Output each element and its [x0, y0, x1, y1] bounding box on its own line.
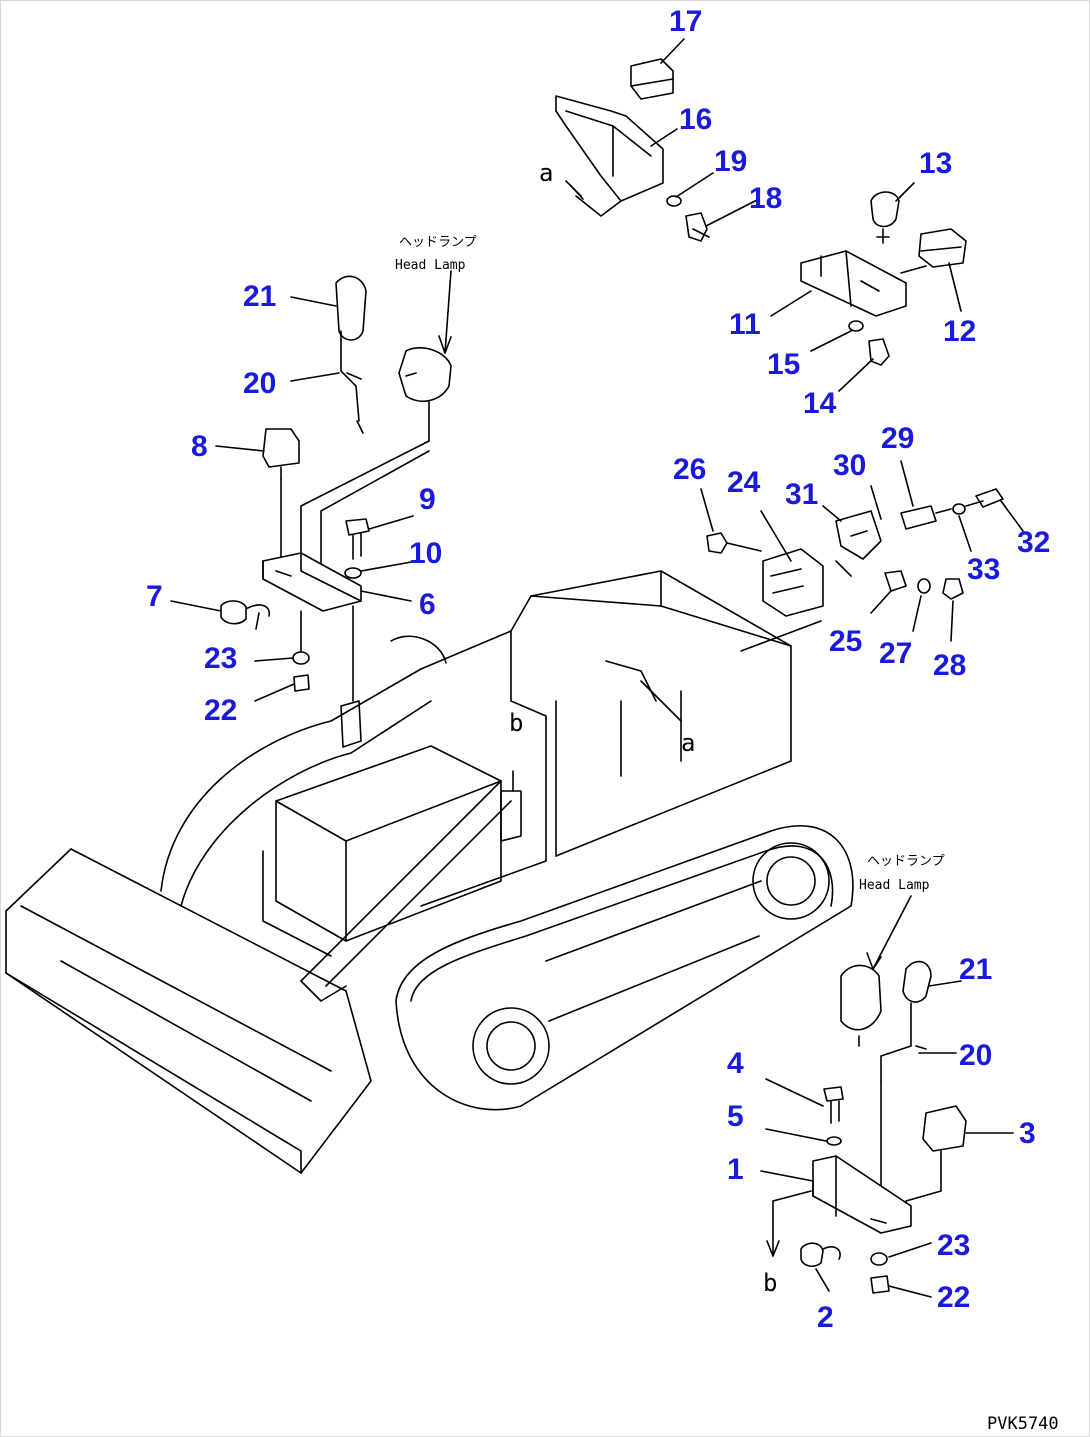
callout-21-lower: 21	[959, 953, 992, 986]
callout-21: 21	[243, 280, 276, 313]
callout-18: 18	[749, 182, 782, 215]
callout-33: 33	[967, 553, 1000, 586]
callout-11: 11	[729, 308, 761, 341]
callout-30: 30	[833, 449, 866, 482]
callout-7: 7	[146, 580, 163, 613]
left-bracket-assembly	[220, 275, 452, 748]
callout-29: 29	[881, 422, 914, 455]
rear-bracket-assembly: a	[539, 58, 710, 242]
view-marker-a-cab: a	[605, 660, 695, 757]
callout-5: 5	[727, 1100, 744, 1133]
lower-right-bracket-assembly: b	[763, 960, 967, 1297]
callout-22: 22	[204, 694, 237, 727]
head-lamp-note-lower: ヘッドランプ Head Lamp	[859, 854, 945, 893]
callout-26: 26	[673, 453, 706, 486]
head-lamp-jp-label: ヘッドランプ	[867, 854, 945, 869]
middle-right-bracket-assembly	[706, 488, 1004, 652]
leader-lines	[170, 38, 1024, 1298]
head-lamp-en-label: Head Lamp	[859, 878, 930, 893]
callout-23-lower: 23	[937, 1229, 970, 1262]
svg-text:b: b	[509, 709, 523, 737]
callout-28: 28	[933, 649, 966, 682]
callout-32: 32	[1017, 526, 1050, 559]
callout-17: 17	[669, 5, 702, 38]
callout-14: 14	[803, 387, 837, 420]
head-lamp-note-upper: ヘッドランプ Head Lamp	[395, 235, 477, 273]
callout-25: 25	[829, 625, 862, 658]
head-lamp-jp-label: ヘッドランプ	[399, 235, 477, 250]
callout-10: 10	[409, 537, 442, 570]
callout-20: 20	[243, 367, 276, 400]
view-marker-b-cab: b	[500, 709, 523, 842]
callout-8: 8	[191, 430, 208, 463]
callout-19: 19	[714, 145, 747, 178]
callout-3: 3	[1019, 1117, 1036, 1150]
callout-15: 15	[767, 348, 800, 381]
callout-4: 4	[727, 1047, 744, 1080]
callout-6: 6	[419, 588, 436, 621]
svg-text:a: a	[539, 159, 553, 187]
callout-2: 2	[817, 1301, 834, 1334]
upper-right-bracket-assembly	[800, 191, 967, 366]
svg-text:a: a	[681, 729, 695, 757]
callout-1: 1	[727, 1153, 744, 1186]
callout-24: 24	[727, 466, 761, 499]
callout-27: 27	[879, 637, 912, 670]
loader-body	[5, 570, 854, 1174]
callout-16: 16	[679, 103, 712, 136]
svg-text:b: b	[763, 1269, 777, 1297]
callout-12: 12	[943, 315, 976, 348]
callout-20-lower: 20	[959, 1039, 992, 1072]
head-lamp-en-label: Head Lamp	[395, 258, 466, 273]
callout-23: 23	[204, 642, 237, 675]
callout-13: 13	[919, 147, 952, 180]
drawing-code: PVK5740	[987, 1414, 1059, 1434]
callouts: 17 16 19 18 13 11 12 15 14 21 20 8 9 10 …	[146, 5, 1050, 1334]
callout-9: 9	[419, 483, 436, 516]
callout-22-lower: 22	[937, 1281, 970, 1314]
callout-31: 31	[785, 478, 818, 511]
